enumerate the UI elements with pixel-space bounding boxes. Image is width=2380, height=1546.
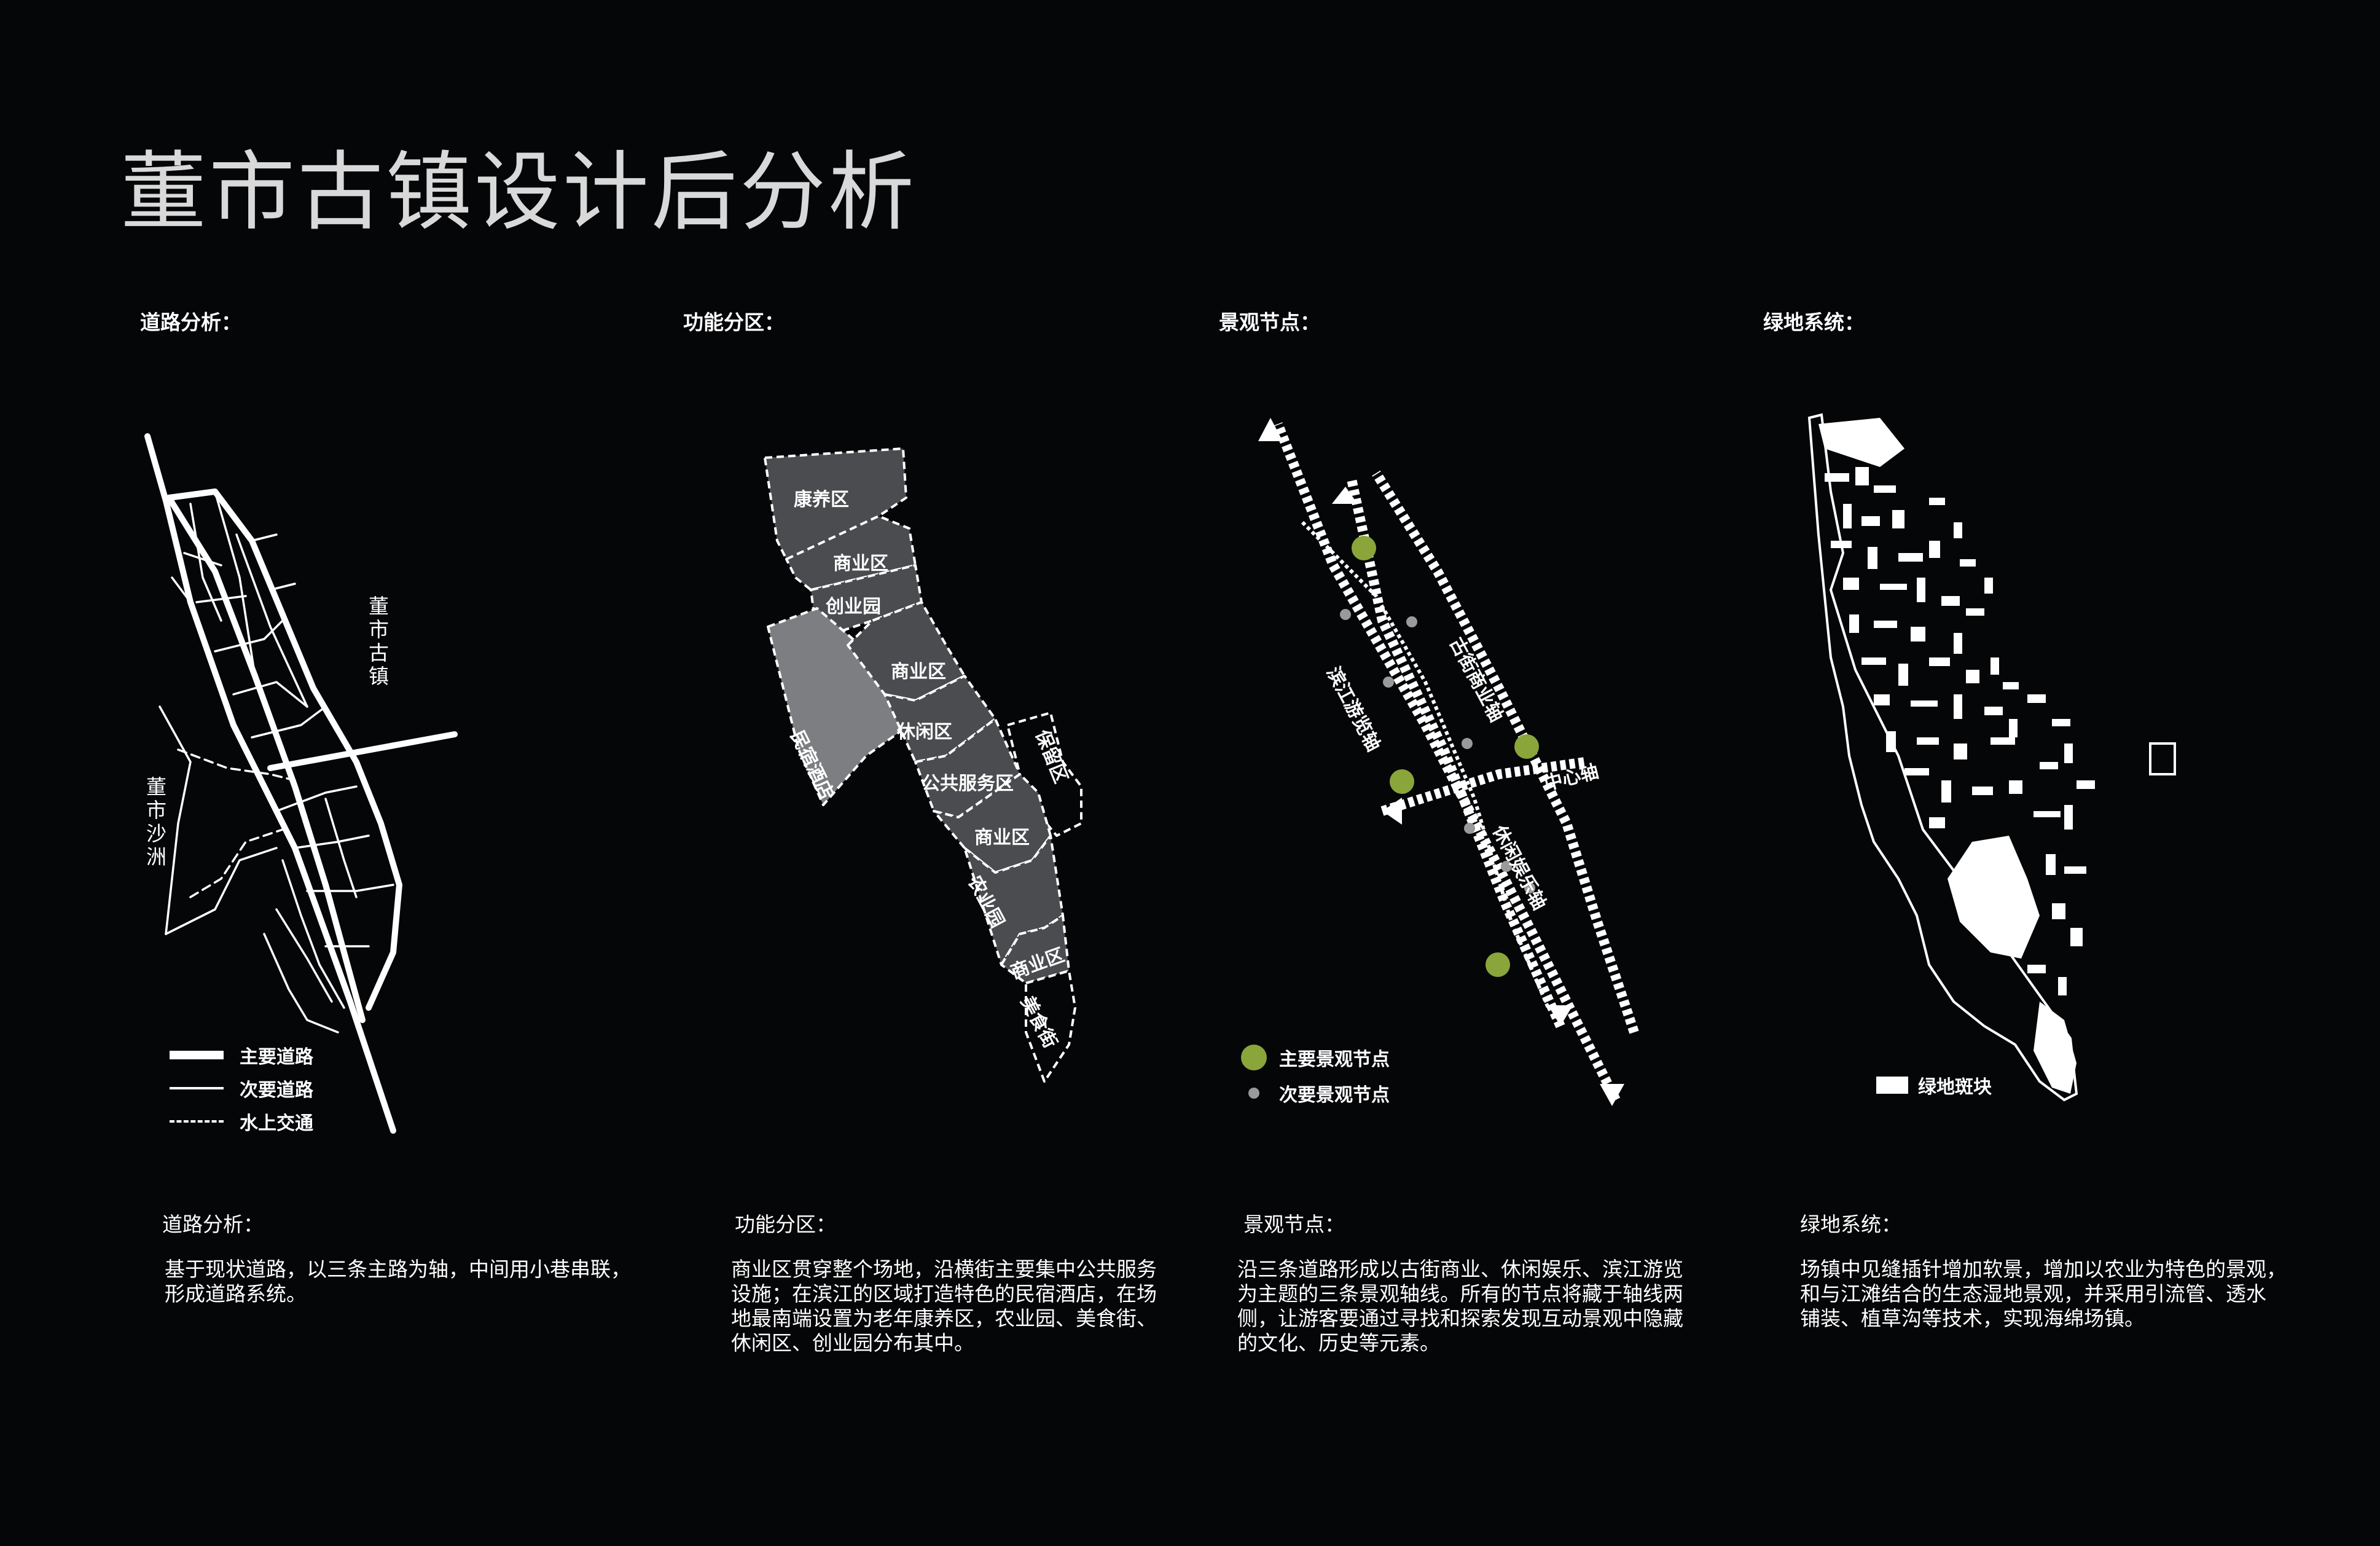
page-title: 董市古镇设计后分析	[120, 143, 917, 243]
green-patch-icon	[1876, 1077, 1908, 1094]
zone-label-xiuxian: 休闲区	[897, 721, 952, 743]
primary-node	[1514, 734, 1539, 759]
secondary-node	[1464, 823, 1475, 834]
legend-secondary-road: 次要道路	[170, 1072, 313, 1105]
green-patch-south	[2034, 1002, 2077, 1094]
primary-nodes	[1352, 536, 1539, 977]
legend-primary-node: 主要景观节点	[1241, 1040, 1390, 1075]
secondary-node-icon	[1248, 1088, 1259, 1099]
zone-minsu	[767, 607, 910, 806]
landscape-legend: 主要景观节点 次要景观节点	[1241, 1040, 1390, 1111]
landscape-desc-heading: 景观节点：	[1243, 1212, 1345, 1236]
secondary-node	[1501, 861, 1512, 872]
function-desc-heading: 功能分区：	[735, 1212, 836, 1236]
green-scatter	[1825, 467, 2176, 995]
legend-secondary-node: 次要景观节点	[1241, 1075, 1390, 1111]
function-desc-body: 商业区贯穿整个场地，沿横街主要集中公共服务 设施；在滨江的区域打造特色的民宿酒店…	[731, 1257, 1157, 1355]
green-legend: 绿地斑块	[1876, 1072, 1992, 1099]
primary-node-icon	[1241, 1045, 1267, 1070]
green-desc-heading: 绿地系统：	[1800, 1212, 1901, 1236]
primary-node	[1486, 952, 1510, 977]
legend-label: 次要道路	[240, 1080, 313, 1101]
legend-label: 水上交通	[240, 1113, 313, 1134]
zone-shangye-2	[847, 601, 966, 702]
green-outline	[1807, 413, 2078, 1102]
landscape-desc-body: 沿三条道路形成以古街商业、休闲娱乐、滨江游览 为主题的三条景观轴线。所有的节点将…	[1237, 1257, 1683, 1355]
main-road-east	[166, 489, 402, 1011]
axis-xiuxian	[1372, 470, 1639, 1034]
secondary-node	[1383, 677, 1394, 688]
dongshi-shazhou-label: 董市沙洲	[146, 775, 166, 869]
main-road-cross	[267, 731, 458, 771]
axis-gujie	[1347, 478, 1565, 1029]
secondary-node	[1462, 738, 1473, 749]
secondary-node	[1340, 609, 1351, 620]
secondary-node	[1406, 616, 1417, 627]
arrow-down-2	[1548, 1005, 1573, 1026]
axis-zhongxin	[1380, 757, 1586, 816]
legend-label: 主要景观节点	[1279, 1049, 1390, 1070]
road-analysis-heading: 道路分析：	[140, 310, 241, 334]
zone-shangye-1	[785, 515, 917, 591]
main-road-west	[144, 433, 396, 1134]
zone-xiuxian	[883, 675, 996, 763]
landscape-node-map	[1258, 418, 1639, 1106]
arrow-up-left	[1258, 418, 1283, 441]
zone-label-chuangye: 创业园	[826, 596, 881, 618]
secondary-nodes	[1340, 609, 1535, 893]
road-map	[144, 433, 458, 1134]
zone-label-shangye-1: 商业区	[833, 553, 888, 575]
legend-label: 绿地斑块	[1918, 1077, 1992, 1098]
secondary-node	[1524, 882, 1535, 893]
landscape-node-heading: 景观节点：	[1219, 310, 1320, 334]
primary-node	[1352, 536, 1376, 560]
arrow-down	[1600, 1084, 1624, 1106]
arrow-up-mid	[1332, 487, 1358, 504]
function-zone-map	[764, 447, 1082, 1083]
primary-node	[1390, 769, 1414, 794]
legend-label: 主要道路	[240, 1046, 313, 1068]
thin-line-icon	[170, 1087, 224, 1089]
axis-binjiang	[1273, 422, 1621, 1102]
zone-shangye-4	[1000, 914, 1070, 984]
zone-shangye-3	[933, 773, 1052, 874]
green-system-heading: 绿地系统：	[1763, 310, 1865, 334]
dashed-line-icon	[170, 1120, 224, 1123]
legend-main-road: 主要道路	[170, 1038, 313, 1072]
legend-water-route: 水上交通	[170, 1105, 313, 1138]
zone-meishi	[1025, 970, 1076, 1083]
zone-label-kangyang: 康养区	[794, 489, 849, 511]
water-route-2	[189, 828, 284, 898]
green-desc-body: 场镇中见缝插针增加软景，增加以农业为特色的景观， 和与江滩结合的生态湿地景观，并…	[1800, 1257, 2287, 1330]
zone-label-shangye-2: 商业区	[891, 661, 946, 683]
zone-label-shangye-3: 商业区	[974, 827, 1030, 849]
legend-label: 次要景观节点	[1279, 1085, 1390, 1106]
green-patch-north	[1818, 418, 1904, 467]
road-legend: 主要道路 次要道路 水上交通	[170, 1038, 313, 1138]
zone-label-gonggong: 公共服务区	[922, 773, 1014, 795]
road-desc-body: 基于现状道路，以三条主路为轴，中间用小巷串联， 形成道路系统。	[165, 1257, 631, 1306]
thick-line-icon	[170, 1051, 224, 1059]
arrow-left	[1382, 798, 1402, 825]
green-patch-large	[1947, 836, 2040, 959]
zone-baoliu	[1006, 712, 1082, 837]
dongshi-town-label: 董市古镇	[369, 594, 389, 688]
water-route-1	[177, 748, 296, 782]
green-system-map	[1807, 413, 2176, 1102]
road-desc-heading: 道路分析：	[162, 1212, 264, 1236]
function-zone-heading: 功能分区：	[683, 310, 785, 334]
